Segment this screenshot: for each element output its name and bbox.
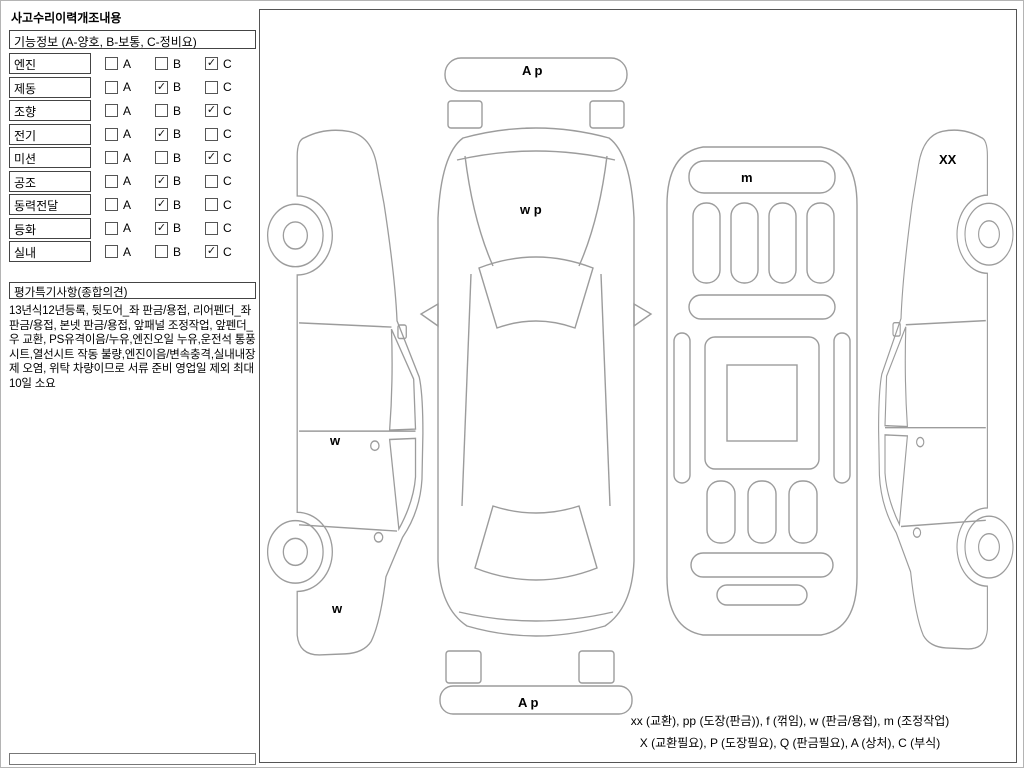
mark-left-rear-fender: w (332, 601, 343, 616)
lamps-grade-a-checkbox[interactable] (105, 221, 118, 235)
brake-grade-a-checkbox[interactable] (105, 80, 118, 94)
engine-grade-c-checkbox[interactable] (205, 57, 218, 70)
grade-letter-a: A (123, 244, 132, 259)
grade-letter-c: C (223, 103, 232, 118)
function-label-transmission: 미션 (9, 147, 91, 168)
interior-grade-b-checkbox[interactable] (155, 245, 168, 258)
grade-letter-b: B (173, 80, 182, 94)
right-side-view (877, 129, 1014, 650)
legend-line-2: X (교환필요), P (도장필요), Q (판금필요), A (상처), C … (639, 736, 941, 750)
function-label-powertrain: 동력전달 (9, 194, 91, 215)
electrical-grade-b-checkbox[interactable] (155, 127, 168, 141)
steering-grade-a-checkbox[interactable] (105, 104, 118, 117)
top-view (419, 57, 653, 715)
interior-grade-c-checkbox[interactable] (205, 245, 218, 258)
grade-letter-b: B (173, 174, 182, 188)
grade-letter-a: A (123, 174, 132, 188)
function-table: 엔진 A B C 제동 A B C 조향 A B C 전기 A B C 미션 A… (9, 53, 255, 262)
engine-grade-a-checkbox[interactable] (105, 57, 118, 70)
aircon-grade-a-checkbox[interactable] (105, 174, 118, 188)
legend-line-1: xx (교환), pp (도장(판금)), f (꺾임), w (판금/용접),… (630, 714, 950, 728)
function-label-interior: 실내 (9, 241, 91, 262)
aircon-grade-b-checkbox[interactable] (155, 174, 168, 188)
mark-right-front-fender: XX (939, 152, 957, 167)
grade-letter-c: C (223, 197, 232, 212)
function-label-engine: 엔진 (9, 53, 91, 74)
interior-grade-a-checkbox[interactable] (105, 245, 118, 258)
grade-letter-b: B (173, 150, 182, 165)
grade-letter-a: A (123, 197, 132, 212)
footer-strip (9, 753, 256, 765)
grade-letter-c: C (223, 56, 232, 71)
notes-text: 13년식12년등록, 뒷도어_좌 판금/용접, 리어펜더_좌 판금/용접, 본넷… (9, 305, 256, 390)
brake-grade-c-checkbox[interactable] (205, 80, 218, 94)
function-row-electrical: 전기 A B C (9, 123, 255, 145)
engine-grade-b-checkbox[interactable] (155, 57, 168, 70)
aircon-grade-c-checkbox[interactable] (205, 174, 218, 188)
steering-grade-b-checkbox[interactable] (155, 104, 168, 117)
brake-grade-b-checkbox[interactable] (155, 80, 168, 94)
transmission-grade-a-checkbox[interactable] (105, 151, 118, 164)
electrical-grade-a-checkbox[interactable] (105, 127, 118, 141)
transmission-grade-c-checkbox[interactable] (205, 151, 218, 164)
lamps-grade-c-checkbox[interactable] (205, 221, 218, 235)
function-row-interior: 실내 A B C (9, 241, 255, 262)
function-row-transmission: 미션 A B C (9, 147, 255, 168)
function-row-aircon: 공조 A B C (9, 170, 255, 192)
grade-letter-b: B (173, 103, 182, 118)
mark-front-bumper: A p (522, 63, 543, 78)
grade-letter-a: A (123, 221, 132, 235)
mark-hood: w p (520, 202, 542, 217)
mark-left-rear-door: w (330, 433, 341, 448)
grade-letter-c: C (223, 127, 232, 141)
mark-rear-bumper: A p (518, 695, 539, 710)
grade-letter-c: C (223, 244, 232, 259)
car-diagram-panel: A p w p A p w w m XX xx (교환), pp (도장(판금)… (259, 9, 1017, 763)
grade-letter-b: B (173, 127, 182, 141)
powertrain-grade-c-checkbox[interactable] (205, 198, 218, 211)
steering-grade-c-checkbox[interactable] (205, 104, 218, 117)
grade-letter-c: C (223, 174, 232, 188)
mark-frame-top: m (741, 170, 753, 185)
powertrain-grade-b-checkbox[interactable] (155, 198, 168, 211)
electrical-grade-c-checkbox[interactable] (205, 127, 218, 141)
grade-letter-b: B (173, 221, 182, 235)
lamps-grade-b-checkbox[interactable] (155, 221, 168, 235)
function-row-brake: 제동 A B C (9, 76, 255, 98)
function-info-header: 기능정보 (A-양호, B-보통, C-정비요) (9, 30, 256, 49)
function-label-lamps: 등화 (9, 217, 91, 239)
function-label-brake: 제동 (9, 76, 91, 98)
grade-letter-b: B (173, 244, 182, 259)
grade-letter-a: A (123, 103, 132, 118)
grade-letter-a: A (123, 150, 132, 165)
function-row-lamps: 등화 A B C (9, 217, 255, 239)
grade-letter-b: B (173, 197, 182, 212)
grade-letter-c: C (223, 150, 232, 165)
page-title: 사고수리이력개조내용 (11, 11, 122, 25)
left-side-view (266, 129, 424, 656)
grade-letter-b: B (173, 56, 182, 71)
grade-letter-a: A (123, 56, 132, 71)
powertrain-grade-a-checkbox[interactable] (105, 198, 118, 211)
grade-letter-c: C (223, 80, 232, 94)
frame-view (666, 146, 858, 636)
transmission-grade-b-checkbox[interactable] (155, 151, 168, 164)
grade-letter-a: A (123, 80, 132, 94)
function-row-engine: 엔진 A B C (9, 53, 255, 74)
grade-letter-a: A (123, 127, 132, 141)
function-label-aircon: 공조 (9, 170, 91, 192)
grade-letter-c: C (223, 221, 232, 235)
function-row-powertrain: 동력전달 A B C (9, 194, 255, 215)
function-row-steering: 조향 A B C (9, 100, 255, 121)
function-label-steering: 조향 (9, 100, 91, 121)
notes-header: 평가특기사항(종합의견) (9, 282, 256, 299)
function-label-electrical: 전기 (9, 123, 91, 145)
